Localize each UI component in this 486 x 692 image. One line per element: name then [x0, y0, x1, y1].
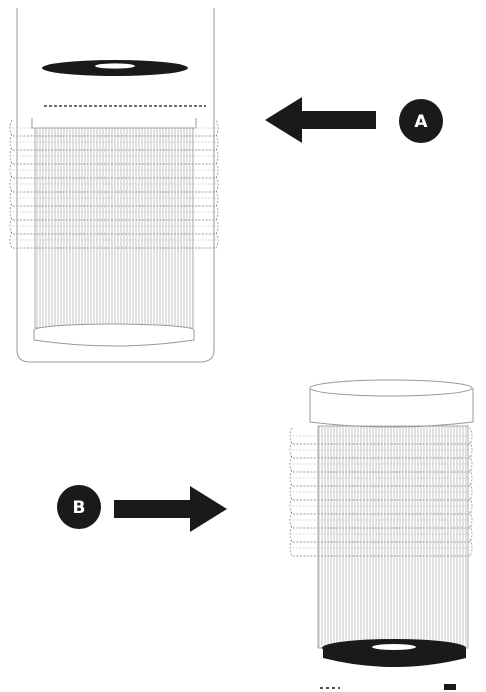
arrow-a: [265, 97, 376, 143]
badge-b-label: B: [73, 498, 86, 518]
filter-top-cap: [32, 118, 196, 128]
filter-bottom-cap-a: [34, 324, 194, 346]
gasket-ring-a: [42, 60, 188, 76]
badge-a: A: [399, 99, 443, 143]
badge-b: B: [57, 485, 101, 529]
housing-assembly-a: [10, 8, 218, 362]
corner-marks: [320, 684, 456, 690]
filter-pleats-a: [35, 128, 193, 328]
gasket-ring-b: [322, 639, 466, 667]
filter-pleats-b: [318, 426, 468, 648]
arrow-b: [114, 486, 227, 532]
filter-top-cap-b: [310, 380, 473, 427]
badge-a-label: A: [414, 112, 428, 132]
filter-assembly-b: [290, 380, 473, 667]
